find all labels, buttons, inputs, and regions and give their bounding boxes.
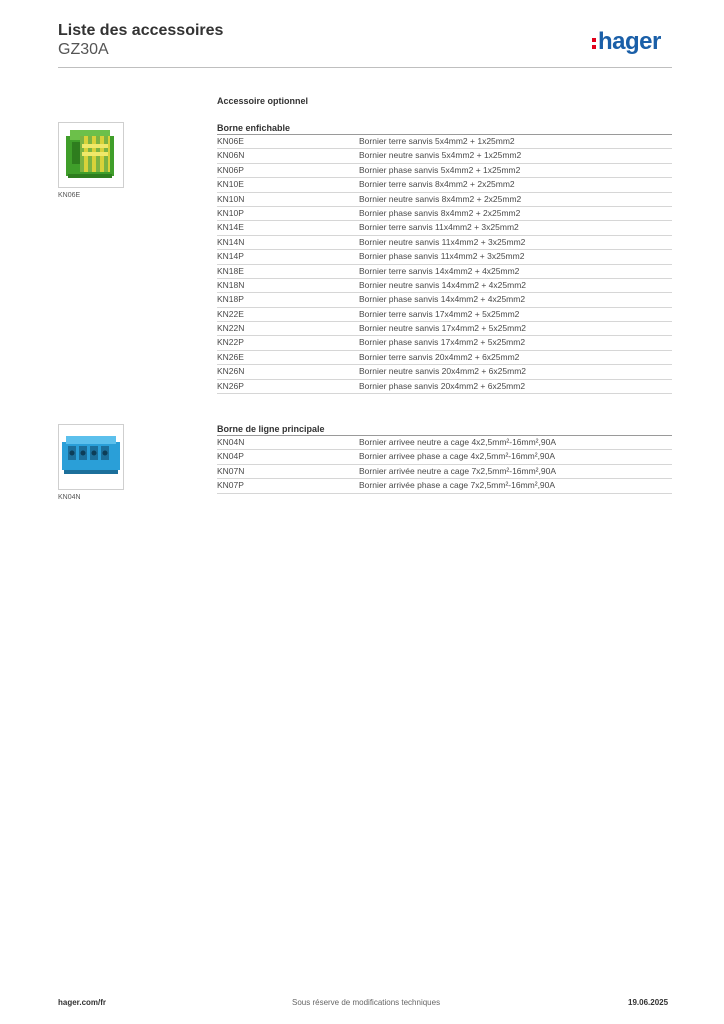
row-ref: KN26P [217, 380, 244, 391]
blue-terminal-block-icon [58, 424, 124, 490]
table-row: KN22P Bornier phase sanvis 17x4mm2 + 5x25… [217, 336, 672, 351]
row-desc: Bornier phase sanvis 20x4mm2 + 6x25mm2 [359, 380, 526, 391]
accessory-group-borne-enfichable: Borne enfichable KN06E Bornier terre sanv… [217, 122, 672, 395]
logo-text: hager [598, 28, 661, 55]
row-ref: KN22N [217, 323, 245, 334]
row-desc: Bornier phase sanvis 8x4mm2 + 2x25mm2 [359, 207, 521, 218]
table-row: KN14E Bornier terre sanvis 11x4mm2 + 3x25… [217, 221, 672, 236]
row-ref: KN06N [217, 150, 245, 161]
table-row: KN18E Bornier terre sanvis 14x4mm2 + 4x25… [217, 265, 672, 279]
row-desc: Bornier terre sanvis 20x4mm2 + 6x25mm2 [359, 351, 520, 362]
row-ref: KN07N [217, 465, 245, 476]
row-desc: Bornier neutre sanvis 14x4mm2 + 4x25mm2 [359, 279, 527, 290]
table-row: KN04P Bornier arrivee phase a cage 4x2,5m… [217, 450, 672, 465]
page-header: Liste des accessoires GZ30A [58, 22, 223, 59]
table-row: KN14N Bornier neutre sanvis 11x4mm2 + 3x2… [217, 236, 672, 251]
row-ref: KN18P [217, 294, 244, 305]
page-subtitle: GZ30A [58, 41, 109, 58]
row-ref: KN10P [217, 207, 244, 218]
table-row: KN18N Bornier neutre sanvis 14x4mm2 + 4x2… [217, 279, 672, 294]
page-title: Liste des accessoires [58, 22, 224, 39]
hager-logo: hager [592, 30, 661, 54]
table-row: KN07P Bornier arrivée phase a cage 7x2,5m… [217, 479, 672, 494]
table-row: KN14P Bornier phase sanvis 11x4mm2 + 3x25… [217, 250, 672, 265]
table-row: KN18P Bornier phase sanvis 14x4mm2 + 4x25… [217, 293, 672, 308]
row-desc: Bornier phase sanvis 11x4mm2 + 3x25mm2 [359, 251, 525, 262]
row-ref: KN14E [217, 222, 244, 233]
footer-disclaimer: Sous réserve de modifications techniques [292, 998, 441, 1007]
footer-date: 19.06.2025 [628, 998, 669, 1007]
table-row: KN10N Bornier neutre sanvis 8x4mm2 + 2x25… [217, 193, 672, 207]
image-caption-kn04n: KN04N [58, 494, 81, 501]
row-desc: Bornier phase sanvis 14x4mm2 + 4x25mm2 [359, 294, 526, 305]
row-desc: Bornier phase sanvis 5x4mm2 + 1x25mm2 [359, 164, 521, 175]
row-desc: Bornier terre sanvis 11x4mm2 + 3x25mm2 [359, 222, 519, 233]
table-row: KN26P Bornier phase sanvis 20x4mm2 + 6x25… [217, 380, 672, 395]
row-desc: Bornier terre sanvis 14x4mm2 + 4x25mm2 [359, 265, 520, 276]
row-ref: KN10N [217, 193, 245, 204]
row-desc: Bornier phase sanvis 17x4mm2 + 5x25mm2 [359, 337, 526, 348]
row-desc: Bornier arrivée phase a cage 7x2,5mm²-16… [359, 480, 556, 491]
row-desc: Bornier arrivee phase a cage 4x2,5mm²-16… [359, 451, 556, 462]
row-desc: Bornier arrivée neutre a cage 7x2,5mm²-1… [359, 465, 556, 476]
row-desc: Bornier terre sanvis 17x4mm2 + 5x25mm2 [359, 308, 520, 319]
logo-dots-icon [592, 38, 596, 49]
image-caption-kn06e: KN06E [58, 192, 81, 199]
row-desc: Bornier neutre sanvis 5x4mm2 + 1x25mm2 [359, 150, 522, 161]
row-ref: KN22E [217, 308, 244, 319]
row-desc: Bornier arrivee neutre a cage 4x2,5mm²-1… [359, 437, 556, 447]
row-desc: Bornier neutre sanvis 11x4mm2 + 3x25mm2 [359, 236, 526, 247]
table-row: KN10P Bornier phase sanvis 8x4mm2 + 2x25m… [217, 207, 672, 222]
table-row: KN26E Bornier terre sanvis 20x4mm2 + 6x25… [217, 351, 672, 366]
row-ref: KN14N [217, 236, 245, 247]
row-desc: Bornier neutre sanvis 17x4mm2 + 5x25mm2 [359, 323, 527, 334]
header-divider [58, 67, 672, 68]
group-title: Borne enfichable [217, 122, 672, 135]
table-row: KN06P Bornier phase sanvis 5x4mm2 + 1x25m… [217, 164, 672, 179]
row-ref: KN04N [217, 437, 245, 447]
table-row: KN26N Bornier neutre sanvis 20x4mm2 + 6x2… [217, 365, 672, 380]
row-desc: Bornier terre sanvis 8x4mm2 + 2x25mm2 [359, 179, 515, 190]
row-desc: Bornier neutre sanvis 20x4mm2 + 6x25mm2 [359, 366, 527, 377]
row-ref: KN18E [217, 265, 244, 276]
accessory-group-borne-de-ligne-principale: Borne de ligne principale KN04N Bornier a… [217, 423, 672, 494]
group-title: Borne de ligne principale [217, 423, 672, 436]
table-row: KN07N Bornier arrivée neutre a cage 7x2,5… [217, 465, 672, 480]
row-desc: Bornier terre sanvis 5x4mm2 + 1x25mm2 [359, 136, 515, 146]
row-ref: KN06P [217, 164, 244, 175]
row-ref: KN22P [217, 337, 244, 348]
row-ref: KN10E [217, 179, 244, 190]
row-ref: KN18N [217, 279, 245, 290]
table-row: KN10E Bornier terre sanvis 8x4mm2 + 2x25m… [217, 178, 672, 193]
row-ref: KN06E [217, 136, 244, 146]
green-yellow-terminal-block-icon [58, 122, 124, 188]
row-desc: Bornier neutre sanvis 8x4mm2 + 2x25mm2 [359, 193, 522, 204]
section-title: Accessoire optionnel [217, 96, 309, 106]
table-row: KN06E Bornier terre sanvis 5x4mm2 + 1x25m… [217, 135, 672, 150]
row-ref: KN04P [217, 451, 244, 462]
row-ref: KN07P [217, 480, 244, 491]
table-row: KN22E Bornier terre sanvis 17x4mm2 + 5x25… [217, 308, 672, 323]
table-row: KN22N Bornier neutre sanvis 17x4mm2 + 5x2… [217, 322, 672, 337]
table-row: KN04N Bornier arrivee neutre a cage 4x2,5… [217, 436, 672, 451]
footer-website-link[interactable]: hager.com/fr [58, 998, 107, 1007]
row-ref: KN14P [217, 251, 244, 262]
row-ref: KN26E [217, 351, 244, 362]
table-row: KN06N Bornier neutre sanvis 5x4mm2 + 1x25… [217, 149, 672, 164]
row-ref: KN26N [217, 366, 245, 377]
